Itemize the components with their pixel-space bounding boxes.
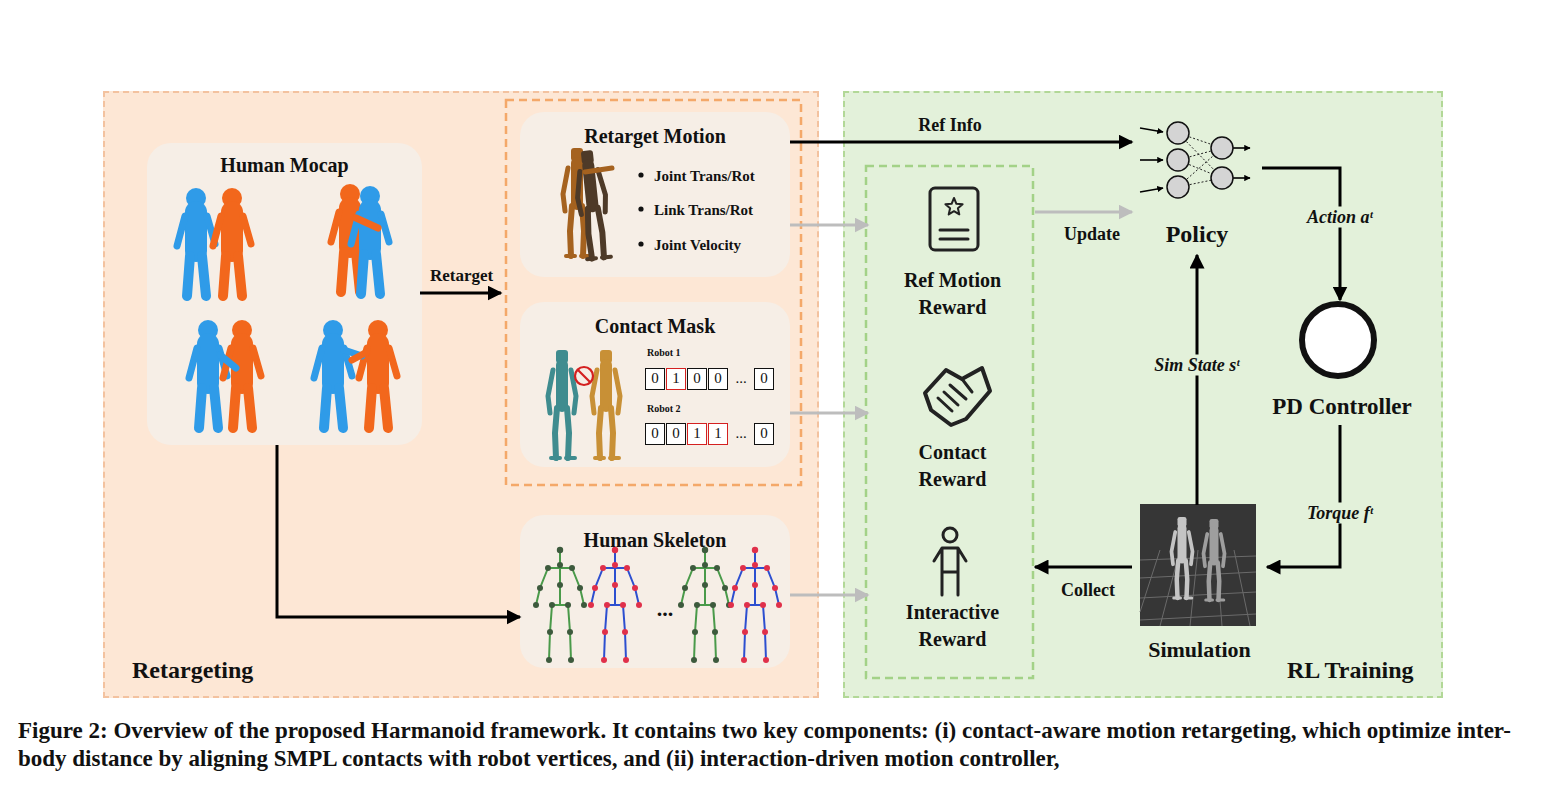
reward-title: Interactive Reward <box>890 599 1015 653</box>
mask-cell: 1 <box>687 423 707 445</box>
mask-cell: 0 <box>687 368 707 390</box>
panel-title: Retargeting <box>132 654 352 686</box>
retarget-group-frame <box>506 100 801 485</box>
ellipsis: ... <box>729 368 753 388</box>
connector-arrow <box>790 412 868 415</box>
bullet-text: Joint Velocity <box>654 235 789 255</box>
bullet-text: Link Trans/Rot <box>654 200 789 220</box>
contact-robots <box>548 350 620 458</box>
mask-cell: 0 <box>645 423 665 445</box>
mask-cell: 0 <box>754 423 774 445</box>
reward-title: Contact Reward <box>890 439 1015 493</box>
simulation-node: Simulation <box>1132 505 1267 667</box>
mask-cell: 1 <box>666 368 686 390</box>
connector-arrow <box>277 445 520 617</box>
box-title: Human Skeleton <box>520 527 790 554</box>
box-title: Contact Mask <box>520 313 790 340</box>
mask-cell: 0 <box>645 368 665 390</box>
mask-cell: 1 <box>708 423 728 445</box>
connector-arrow <box>790 224 868 227</box>
ellipsis: ... <box>729 423 753 443</box>
bullet-text: Joint Trans/Rot <box>654 166 789 186</box>
human-skeleton-box: Human Skeleton... <box>520 515 790 668</box>
panel-title: RL Training <box>1287 654 1437 686</box>
simulation-title: Simulation <box>1132 635 1267 665</box>
pd-controller-node: PD PD Controller <box>1252 300 1432 425</box>
reward-node: Interactive Reward <box>868 522 1035 657</box>
skeleton-figures <box>533 547 782 663</box>
connector-arrow <box>790 141 1132 144</box>
mask-cell: 0 <box>754 368 774 390</box>
mask-cell: 0 <box>708 368 728 390</box>
reward-node: Ref Motion Reward <box>868 182 1035 322</box>
mocap-figures <box>177 184 397 428</box>
reward-icons <box>925 188 990 595</box>
mask-cell: 0 <box>666 423 686 445</box>
figure-caption: Figure 2: Overview of the proposed Harma… <box>18 717 1533 773</box>
connector-arrow <box>1196 255 1199 505</box>
pd-title: PD Controller <box>1252 391 1432 422</box>
policy-title: Policy <box>1132 218 1262 250</box>
reward-group-frame <box>866 166 1033 678</box>
retarget-arrow <box>420 292 501 295</box>
pd-circle <box>1302 304 1374 376</box>
connector-arrow <box>790 594 868 597</box>
policy-node: Policy <box>1132 120 1262 255</box>
robot-label: Robot 2 <box>647 402 717 416</box>
retarget-motion-box: Retarget MotionJoint Trans/RotLink Trans… <box>520 112 790 277</box>
reward-node: Contact Reward <box>868 357 1035 487</box>
retargeting-panel: Retargeting Human Mocap Retarget MotionJoi… <box>103 91 819 698</box>
rl-training-panel: RL Training Ref Motion RewardContact Rewa… <box>843 91 1443 698</box>
reward-title: Ref Motion Reward <box>890 267 1015 321</box>
connector-arrow <box>1035 566 1132 569</box>
connector-arrow <box>1267 425 1340 567</box>
box-title: Human Mocap <box>147 152 422 179</box>
simulation-image <box>1140 504 1256 626</box>
retarget-robots <box>563 148 612 259</box>
connector-arrow <box>1262 168 1340 300</box>
policy-network-icon <box>1140 122 1250 198</box>
bullet-dots <box>638 172 643 246</box>
connector-arrow <box>1035 211 1132 214</box>
robot-label: Robot 1 <box>647 346 717 360</box>
box-title: Retarget Motion <box>520 123 790 150</box>
mocap-box: Human Mocap <box>147 143 422 445</box>
ellipsis: ... <box>647 594 683 624</box>
pd-symbol: PD <box>1302 326 1378 361</box>
contact-mask-box: Contact MaskRobot 10100...0Robot 20011..… <box>520 302 790 467</box>
